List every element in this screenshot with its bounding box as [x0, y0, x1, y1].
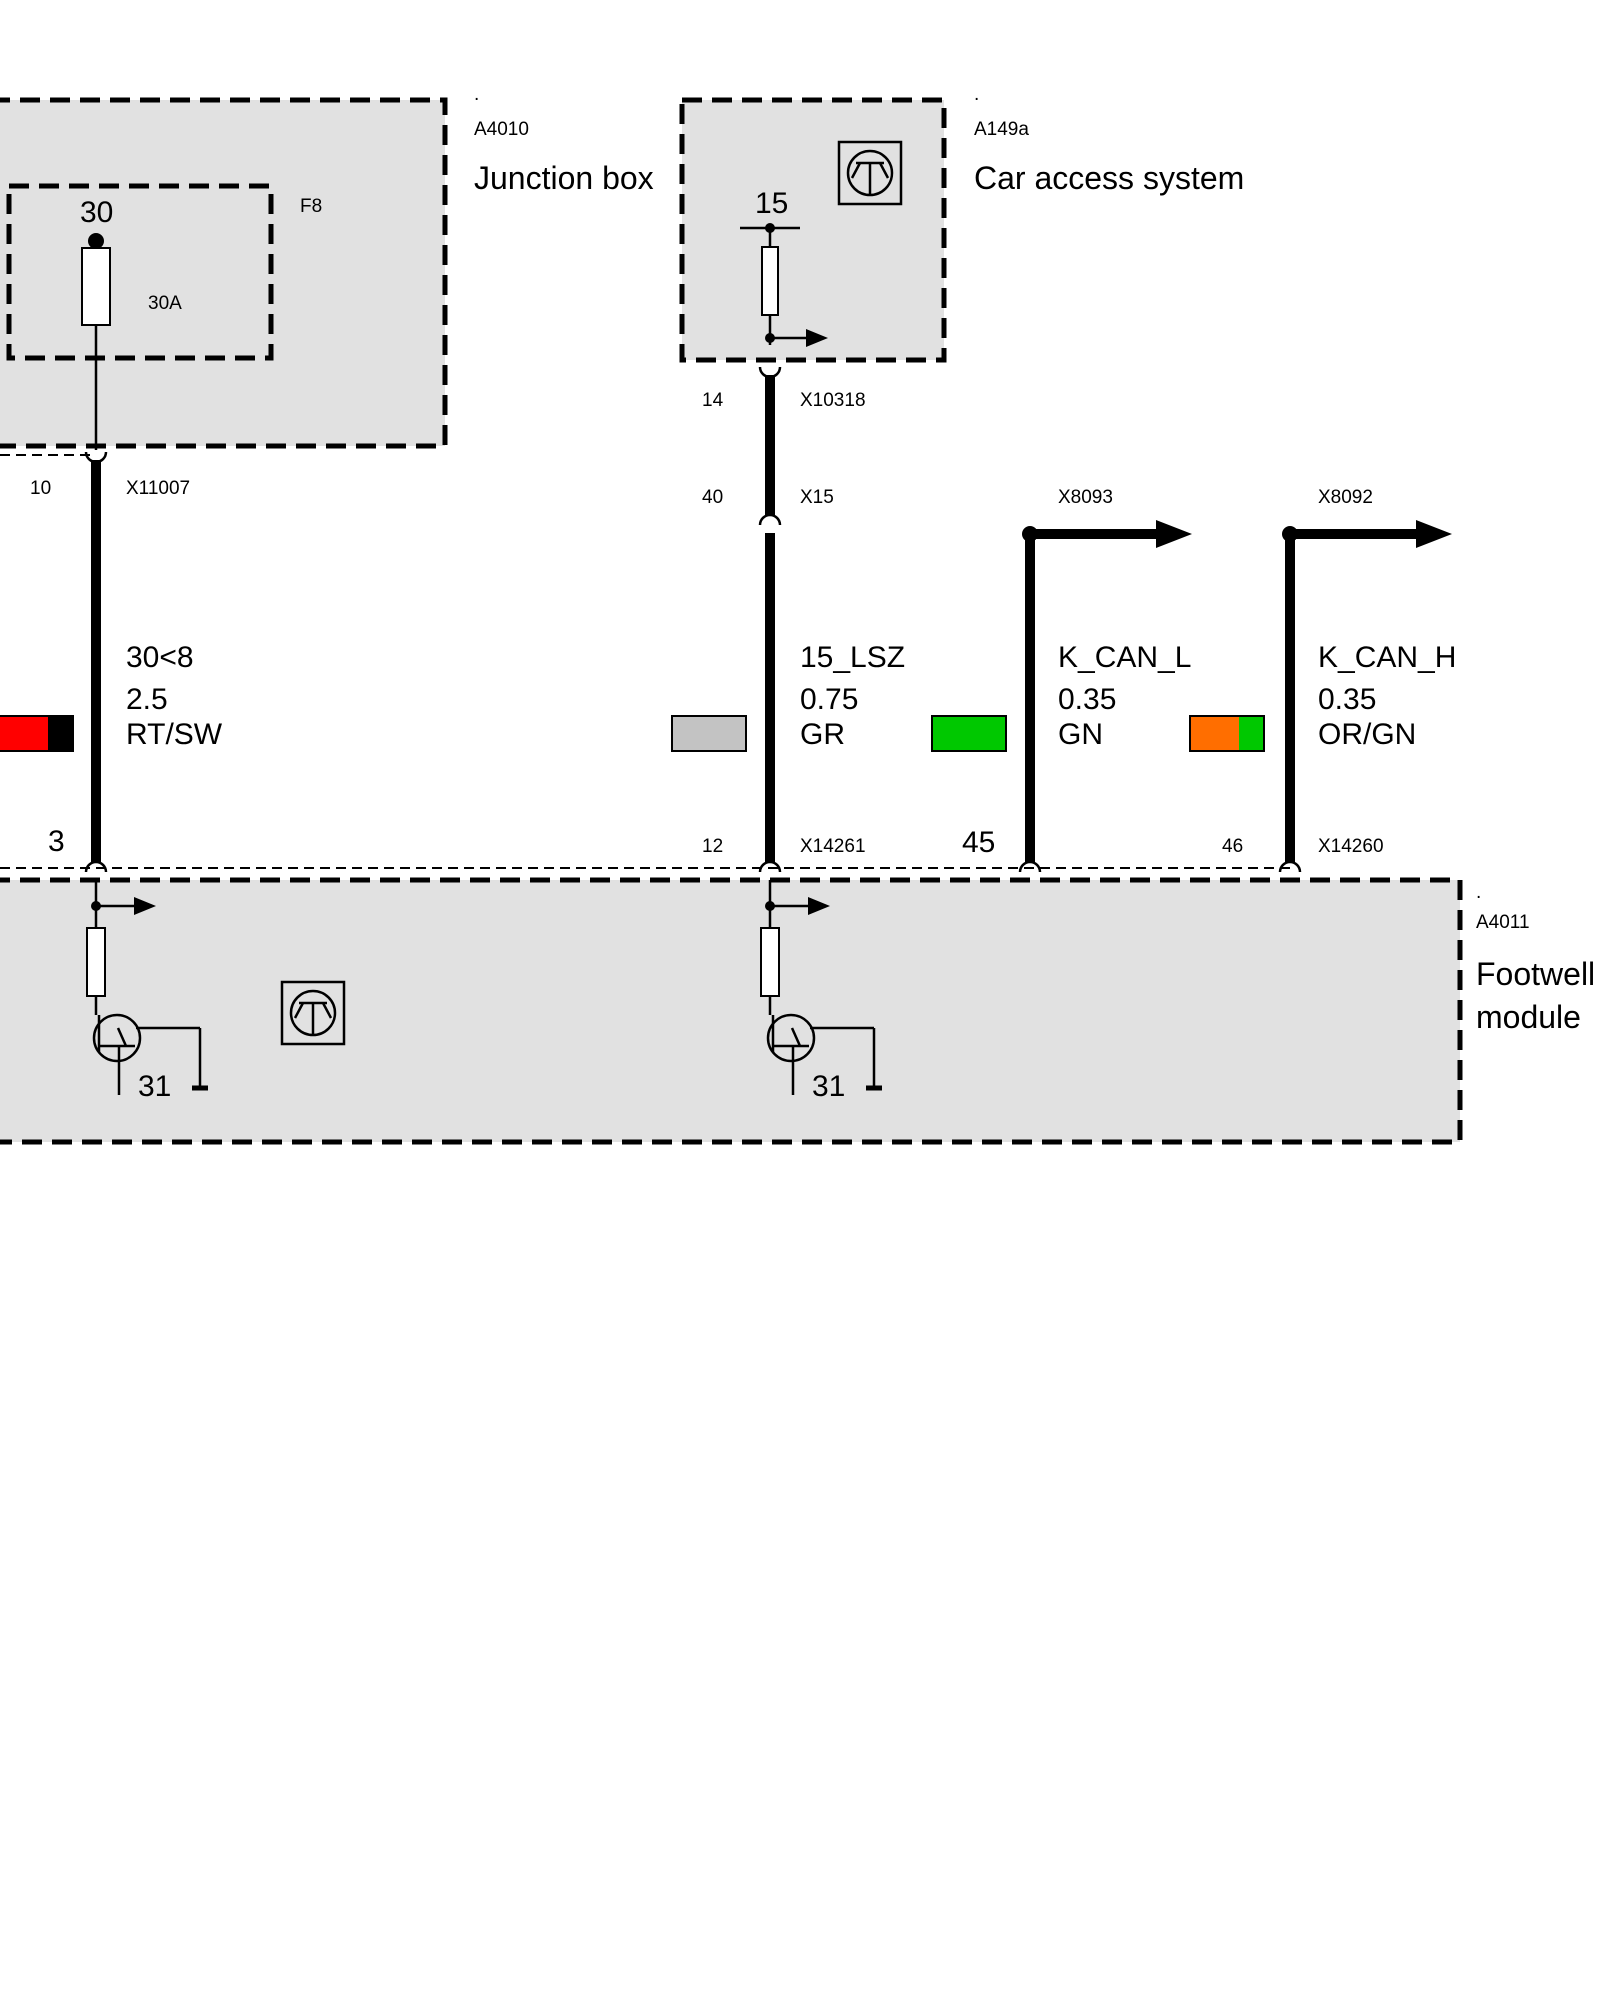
junction-box-name: Junction box — [474, 160, 654, 196]
wire-gauge: 0.75 — [800, 683, 858, 716]
wire-15-lsz: 14 X10318 40 X15 15_LSZ 0.75 GR 12 X1426… — [671, 366, 905, 873]
ground-label-right: 31 — [812, 1070, 845, 1103]
cas-resistor — [761, 246, 779, 316]
car-access-name: Car access system — [974, 160, 1244, 196]
wire-color-swatch — [931, 715, 1007, 752]
footwell-module: . A4011 Footwell module 31 — [0, 877, 1595, 1145]
wire-color: OR/GN — [1318, 718, 1416, 751]
junction-box-frame — [0, 97, 448, 449]
fuse-f8-frame — [6, 183, 274, 361]
connector-pin: 14 — [702, 390, 724, 411]
footwell-id: A4011 — [1476, 912, 1530, 933]
footwell-name-line1: Footwell — [1476, 956, 1595, 992]
connector-name: X14261 — [800, 836, 866, 857]
wire-k-can-l: X8093 K_CAN_L 0.35 GN 45 — [931, 487, 1192, 873]
wire-30-8: 10 X11007 30<8 2.5 RT/SW 3 — [0, 451, 223, 873]
footwell-frame — [0, 877, 1463, 1145]
fuse-rating: 30A — [148, 293, 182, 314]
connector-name: X10318 — [800, 390, 866, 411]
wire-color: RT/SW — [126, 718, 223, 751]
car-access-frame — [679, 97, 947, 363]
connector-name: X8093 — [1058, 487, 1113, 508]
wire-signal: K_CAN_H — [1318, 641, 1456, 674]
footwell-input-right: 31 — [760, 880, 882, 1103]
connector-name: X11007 — [126, 478, 190, 499]
wire-color-swatch — [671, 715, 747, 752]
car-access-id: A149a — [974, 119, 1029, 140]
wire-color: GR — [800, 718, 845, 751]
footwell-name-line2: module — [1476, 999, 1581, 1035]
fuse-id: F8 — [300, 196, 322, 217]
connector-pin: 45 — [962, 826, 995, 859]
wire-k-can-h: X8092 K_CAN_H 0.35 OR/GN 46 X14260 — [1189, 487, 1456, 873]
transistor-icon — [92, 1013, 142, 1063]
connector-pin: 3 — [48, 825, 65, 858]
junction-box-dot: . — [474, 84, 479, 105]
connector-pin: 46 — [1222, 836, 1243, 857]
connector-name: X14260 — [1318, 836, 1384, 857]
cas-output-arrow-icon — [806, 329, 828, 347]
connector-pin: 10 — [30, 478, 51, 499]
connector-pin: 12 — [702, 836, 723, 857]
arrow-icon — [134, 897, 156, 915]
footwell-input-left: 31 — [86, 880, 208, 1103]
wire-color-swatch — [0, 715, 74, 752]
ground-label-left: 31 — [138, 1070, 171, 1103]
arrow-icon — [808, 897, 830, 915]
junction-box-module: . A4010 Junction box F8 30 30A — [0, 84, 654, 450]
junction-box-id: A4010 — [474, 119, 529, 140]
cas-terminal-label: 15 — [755, 187, 788, 220]
connector-pin: 40 — [702, 487, 723, 508]
connector-name: X8092 — [1318, 487, 1373, 508]
arrow-icon — [1156, 520, 1192, 548]
car-access-module: . A149a Car access system 15 — [679, 84, 1244, 363]
wire-gauge: 0.35 — [1318, 683, 1376, 716]
wire-color: GN — [1058, 718, 1103, 751]
car-access-dot: . — [974, 84, 979, 105]
fuse-symbol — [81, 247, 111, 326]
wire-color-swatch — [1189, 715, 1265, 752]
wire-signal: 30<8 — [126, 641, 194, 674]
wire-gauge: 2.5 — [126, 683, 168, 716]
wire-signal: K_CAN_L — [1058, 641, 1191, 674]
transistor-icon — [766, 1013, 816, 1063]
semiconductor-icon — [280, 980, 346, 1046]
fuse-terminal-label: 30 — [80, 196, 113, 229]
arrow-icon — [1416, 520, 1452, 548]
footwell-dot: . — [1476, 882, 1481, 903]
wire-signal: 15_LSZ — [800, 641, 905, 674]
semiconductor-icon — [837, 140, 903, 206]
wire-gauge: 0.35 — [1058, 683, 1116, 716]
connector-name: X15 — [800, 487, 834, 508]
